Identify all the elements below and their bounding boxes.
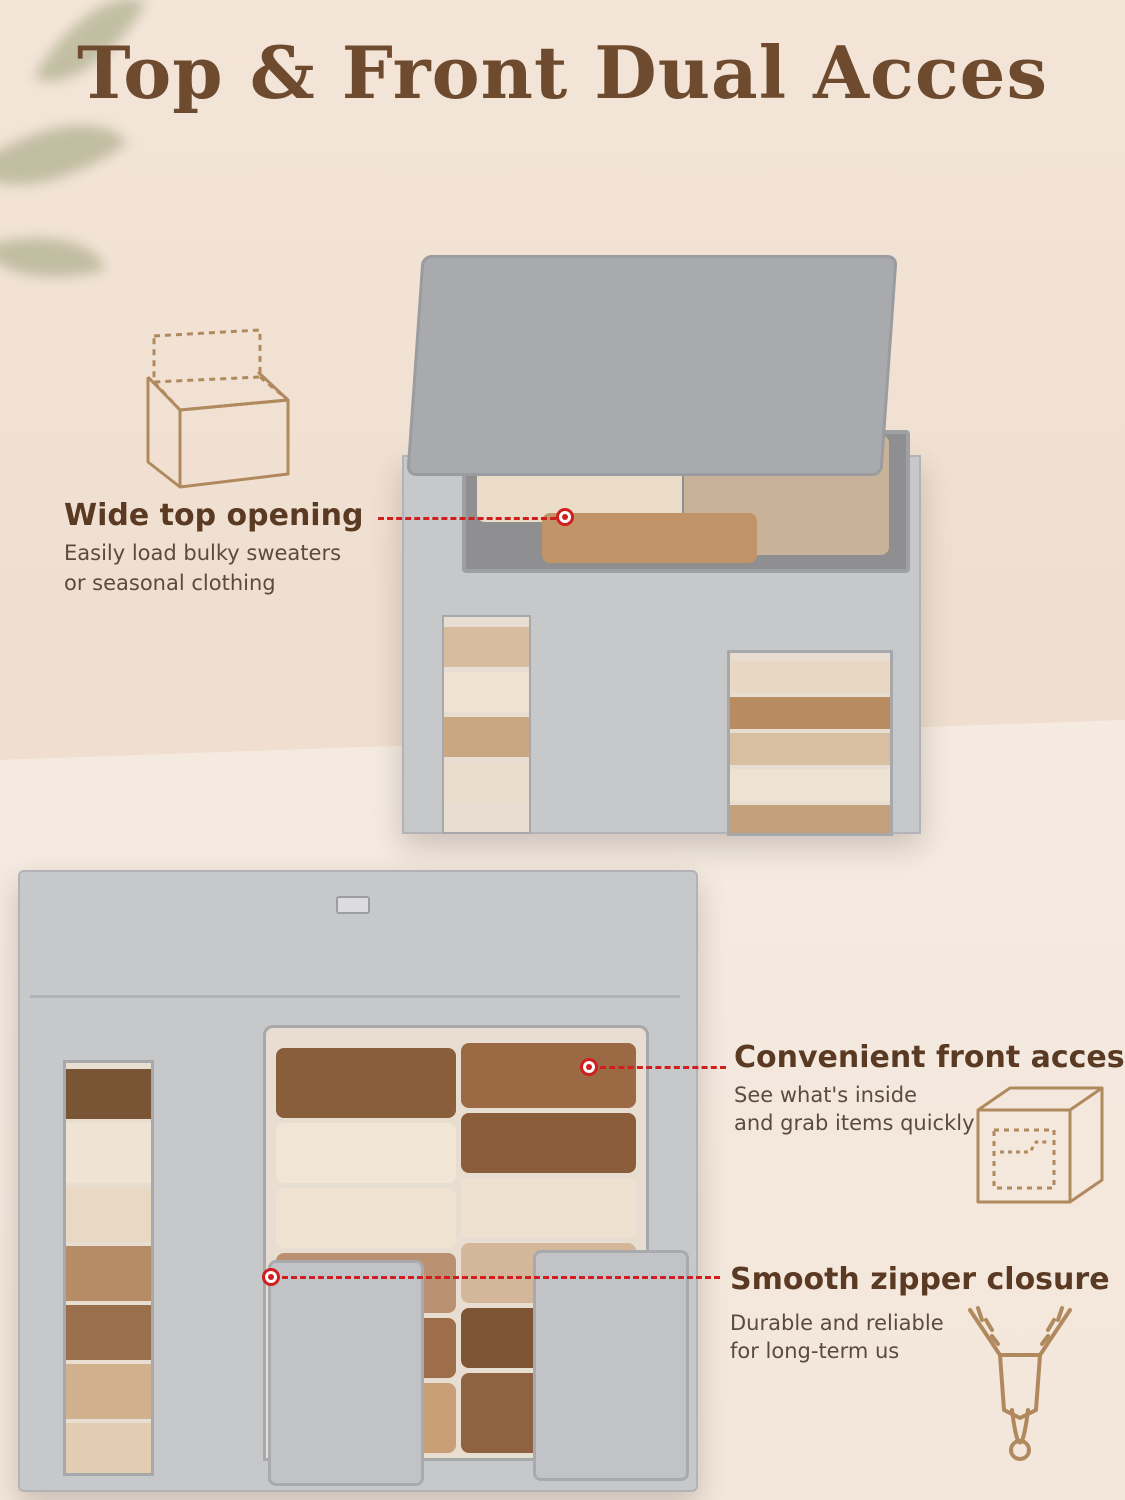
callout-line [600, 1066, 726, 1069]
open-top-box-icon [146, 328, 290, 489]
zipper-icon [968, 1306, 1072, 1461]
feature-title-front-access: Convenient front access [734, 1040, 1125, 1075]
front-flap-left [268, 1260, 424, 1486]
feature-desc-line: See what's inside [734, 1083, 917, 1107]
feature-title-zipper: Smooth zipper closure [730, 1262, 1110, 1297]
front-window-box-icon [976, 1086, 1104, 1204]
callout-marker [556, 508, 574, 526]
feature-desc-line: for long-term us [730, 1339, 900, 1363]
feature-desc-line: Durable and reliable [730, 1311, 944, 1335]
feature-desc-line: or seasonal clothing [64, 571, 276, 595]
feature-title-top-opening: Wide top opening [64, 498, 364, 533]
feature-desc-line: and grab items quickly [734, 1111, 975, 1135]
box-top-panel [30, 880, 680, 998]
box-lid [406, 255, 898, 476]
box-side-window [63, 1060, 154, 1476]
feature-desc-line: Easily load bulky sweaters [64, 541, 342, 565]
callout-line [378, 517, 556, 520]
callout-marker [580, 1058, 598, 1076]
box-front-window [727, 650, 893, 836]
sweater-tan [542, 513, 757, 563]
leaf-decoration [0, 216, 106, 299]
callout-marker [262, 1268, 280, 1286]
top-open-storage-box [402, 255, 922, 836]
page-title: Top & Front Dual Acces [76, 30, 1049, 115]
front-open-storage-box [18, 870, 698, 1492]
front-flap-right [533, 1250, 689, 1481]
callout-line [282, 1276, 720, 1279]
zipper-pull [336, 896, 370, 914]
box-side-window [442, 615, 531, 834]
